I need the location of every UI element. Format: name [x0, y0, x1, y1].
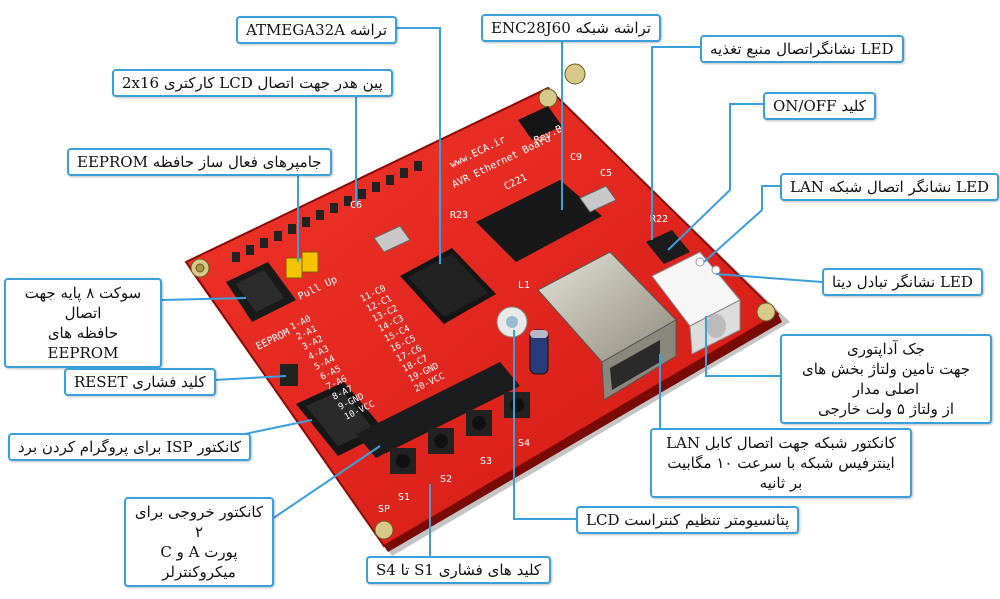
lcd-pin-header [232, 161, 422, 262]
label-lcd-header-text: پین هدر جهت اتصال LCD کارکتری 2x16 [122, 74, 383, 92]
chip-r22: R22 [650, 214, 668, 225]
label-port-conn-line1: کانکتور خروجی برای ۲ [134, 503, 264, 541]
label-data-led-text: LED نشانگر تبادل دیتا [832, 273, 973, 291]
label-adapter-line2: جهت تامین ولتاژ بخش های اصلی مدار [801, 360, 971, 398]
chip-r23: R23 [450, 210, 468, 221]
label-lan-conn-line1: کانکتور شبکه جهت اتصال کابل LAN [666, 434, 896, 452]
led [695, 257, 705, 267]
label-mcu: تراشه ATMEGA32A [236, 16, 398, 44]
label-onoff: کلید ON/OFF [763, 92, 876, 120]
leader-data-led [715, 273, 823, 283]
chip-c5: C5 [600, 168, 612, 179]
board-s3: S3 [480, 456, 492, 467]
leader-socket [161, 297, 247, 301]
leader-adapter [705, 316, 780, 377]
label-enc: تراشه شبکه ENC28J60 [481, 14, 661, 42]
leader-lines [161, 27, 823, 556]
crystal [373, 225, 411, 253]
port-header [356, 362, 520, 458]
led [711, 265, 721, 275]
label-isp: کانکتور ISP برای پروگرام کردن برد [8, 433, 252, 461]
label-lan-led: LED نشانگر اتصال شبکه LAN [780, 173, 1000, 201]
label-onoff-text: کلید ON/OFF [773, 97, 866, 115]
label-lan-conn: کانکتور شبکه جهت اتصال کابل LAN اینترفیس… [650, 428, 912, 498]
leader-pot [513, 330, 576, 520]
leader-port [271, 445, 381, 520]
label-lcd-header: پین هدر جهت اتصال LCD کارکتری 2x16 [112, 69, 393, 97]
label-pot-text: پتانسیومتر تنظیم کنتراست LCD [586, 511, 790, 529]
rj45-connector [537, 251, 677, 401]
atmega-chip [400, 248, 496, 324]
dc-jack [651, 251, 741, 355]
label-switches: کلید های فشاری S1 تا S4 [366, 556, 552, 584]
push-buttons [280, 364, 530, 474]
chip-l1: L1 [518, 280, 530, 291]
regulator [518, 106, 562, 140]
leader-power-led [651, 46, 700, 240]
label-enc-text: تراشه شبکه ENC28J60 [491, 19, 651, 37]
board-s2: S2 [440, 474, 452, 485]
label-pot: پتانسیومتر تنظیم کنتراست LCD [576, 506, 800, 534]
chip-c9: C9 [570, 152, 582, 163]
label-port-conn: کانکتور خروجی برای ۲ پورت A و C میکروکنت… [124, 497, 274, 587]
leader-onoff [667, 103, 763, 251]
label-switches-text: کلید های فشاری S1 تا S4 [376, 561, 542, 579]
label-adapter-line1: جک آداپتوری [847, 340, 925, 358]
eeprom-socket [226, 262, 296, 322]
label-mcu-text: تراشه ATMEGA32A [246, 21, 388, 39]
mounting-standoffs [190, 63, 776, 540]
label-power-led: LED نشانگراتصال منبع تغذیه [700, 35, 904, 63]
board-s4: S4 [518, 438, 530, 449]
label-eeprom-jumper: جامپرهای فعال ساز حافظه EEPROM [67, 148, 332, 176]
label-port-conn-line2: پورت A و C میکروکنترلر [160, 543, 238, 581]
label-lan-conn-line2: اینترفیس شبکه با سرعت ۱۰ مگابیت بر ثانیه [667, 454, 895, 492]
leader-mcu [386, 27, 441, 264]
label-lan-led-text: LED نشانگر اتصال شبکه LAN [790, 178, 990, 196]
label-socket-line1: سوکت ۸ پایه جهت اتصال [24, 284, 142, 322]
label-reset-text: کلید فشاری RESET [74, 373, 206, 391]
label-isp-text: کانکتور ISP برای پروگرام کردن برد [18, 438, 242, 456]
label-data-led: LED نشانگر تبادل دیتا [822, 268, 983, 296]
label-socket-line2: حافظه های EEPROM [47, 324, 119, 362]
crystal-2 [579, 185, 617, 213]
leader-lan-led [703, 185, 780, 263]
capacitor [529, 329, 549, 375]
label-reset: کلید فشاری RESET [64, 368, 216, 396]
label-adapter-line3: از ولتاژ ۵ ولت خارجی [817, 400, 955, 418]
label-adapter: جک آداپتوری جهت تامین ولتاژ بخش های اصلی… [780, 334, 992, 424]
board-sp: SP [378, 504, 390, 515]
board-s1: S1 [398, 492, 410, 503]
slide-switch [646, 230, 690, 264]
potentiometer [496, 306, 528, 338]
enc28j60-chip [476, 180, 602, 262]
pin-map-left: 1-A0 2-A1 3-A2 4-A3 5-A4 6-A5 7-A6 8-A7 … [289, 314, 377, 422]
label-power-led-text: LED نشانگراتصال منبع تغذیه [710, 40, 894, 58]
label-socket: سوکت ۸ پایه جهت اتصال حافظه های EEPROM [4, 278, 162, 368]
eeprom-jumpers [285, 251, 319, 279]
label-eeprom-jumper-text: جامپرهای فعال ساز حافظه EEPROM [77, 153, 322, 171]
